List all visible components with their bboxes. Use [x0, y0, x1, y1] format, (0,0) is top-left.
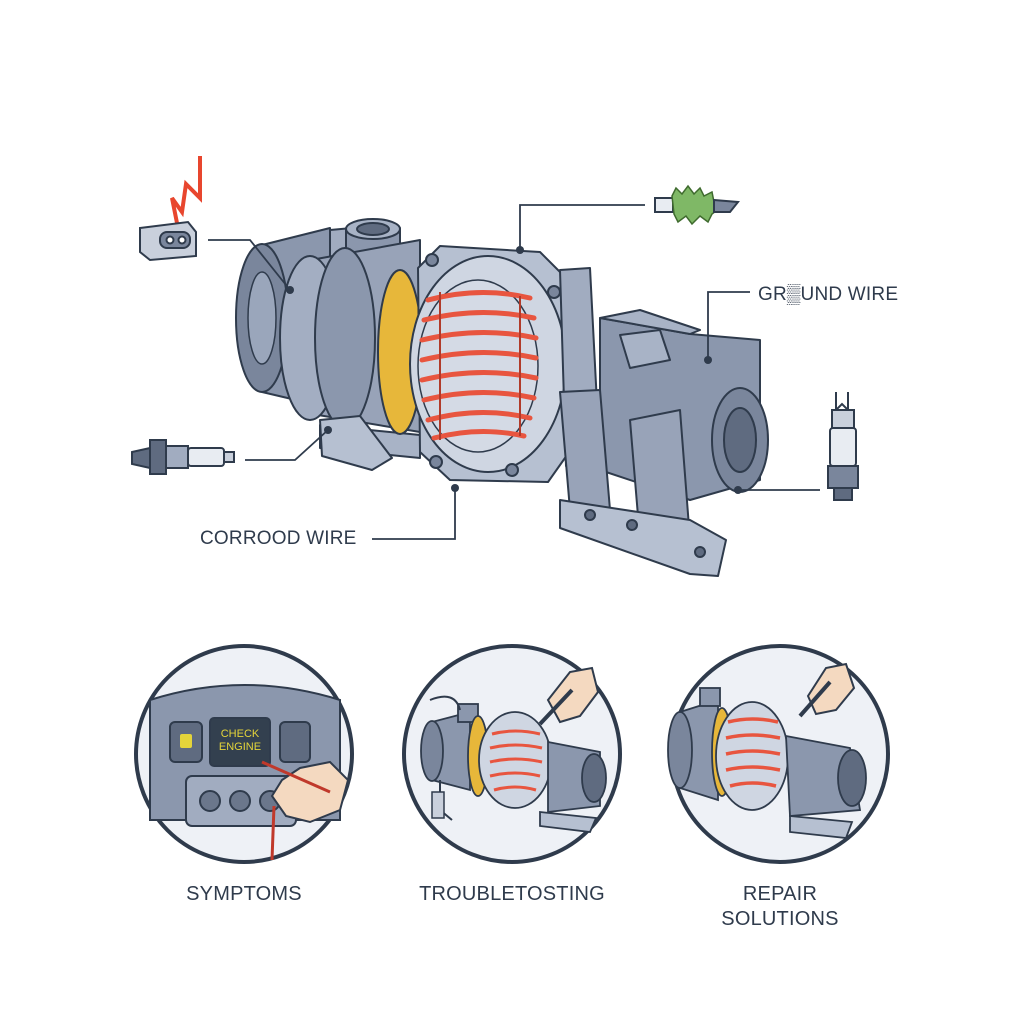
ground-wire-label: GR▒UND WIRE: [758, 284, 899, 305]
repair-caption-line1: REPAIR: [742, 883, 818, 905]
oxygen-sensor-icon: [131, 439, 235, 475]
leader-dots: [286, 246, 742, 494]
check-engine-line2: ENGINE: [218, 741, 262, 753]
hand-with-tool: [798, 662, 856, 718]
panel-repair: [667, 644, 890, 864]
spark-plug-icon: [827, 392, 859, 501]
repair-caption-line2: SOLUTIONS: [721, 908, 839, 930]
engine-warning-icon: [180, 734, 192, 748]
panel-symptoms: [134, 644, 354, 864]
leader-lines: [208, 204, 820, 540]
electrical-connector-icon: [139, 220, 197, 262]
right-manifold: [319, 267, 769, 577]
corroded-connector-icon: [654, 184, 740, 226]
mini-sensor: [431, 791, 445, 819]
panel-troubleshooting: [402, 644, 622, 864]
repair-solutions-caption: REPAIR SOLUTIONS: [670, 882, 890, 932]
hand-with-probe: [538, 666, 600, 726]
main-assembly: [235, 218, 769, 577]
mini-assembly: [420, 703, 607, 833]
corrod-wire-label: CORROOD WIRE: [200, 528, 357, 549]
check-engine-text: CHECK ENGINE: [212, 728, 268, 754]
heater-element: [417, 279, 539, 453]
check-engine-line1: CHECK: [220, 728, 260, 740]
symptoms-caption: SYMPTOMS: [186, 883, 302, 905]
troubleshooting-caption: TROUBLETOSTING: [419, 883, 605, 905]
repair-assembly: [667, 687, 867, 839]
lightning-bolt-icon: [170, 156, 202, 229]
hand-with-probe: [261, 760, 350, 861]
